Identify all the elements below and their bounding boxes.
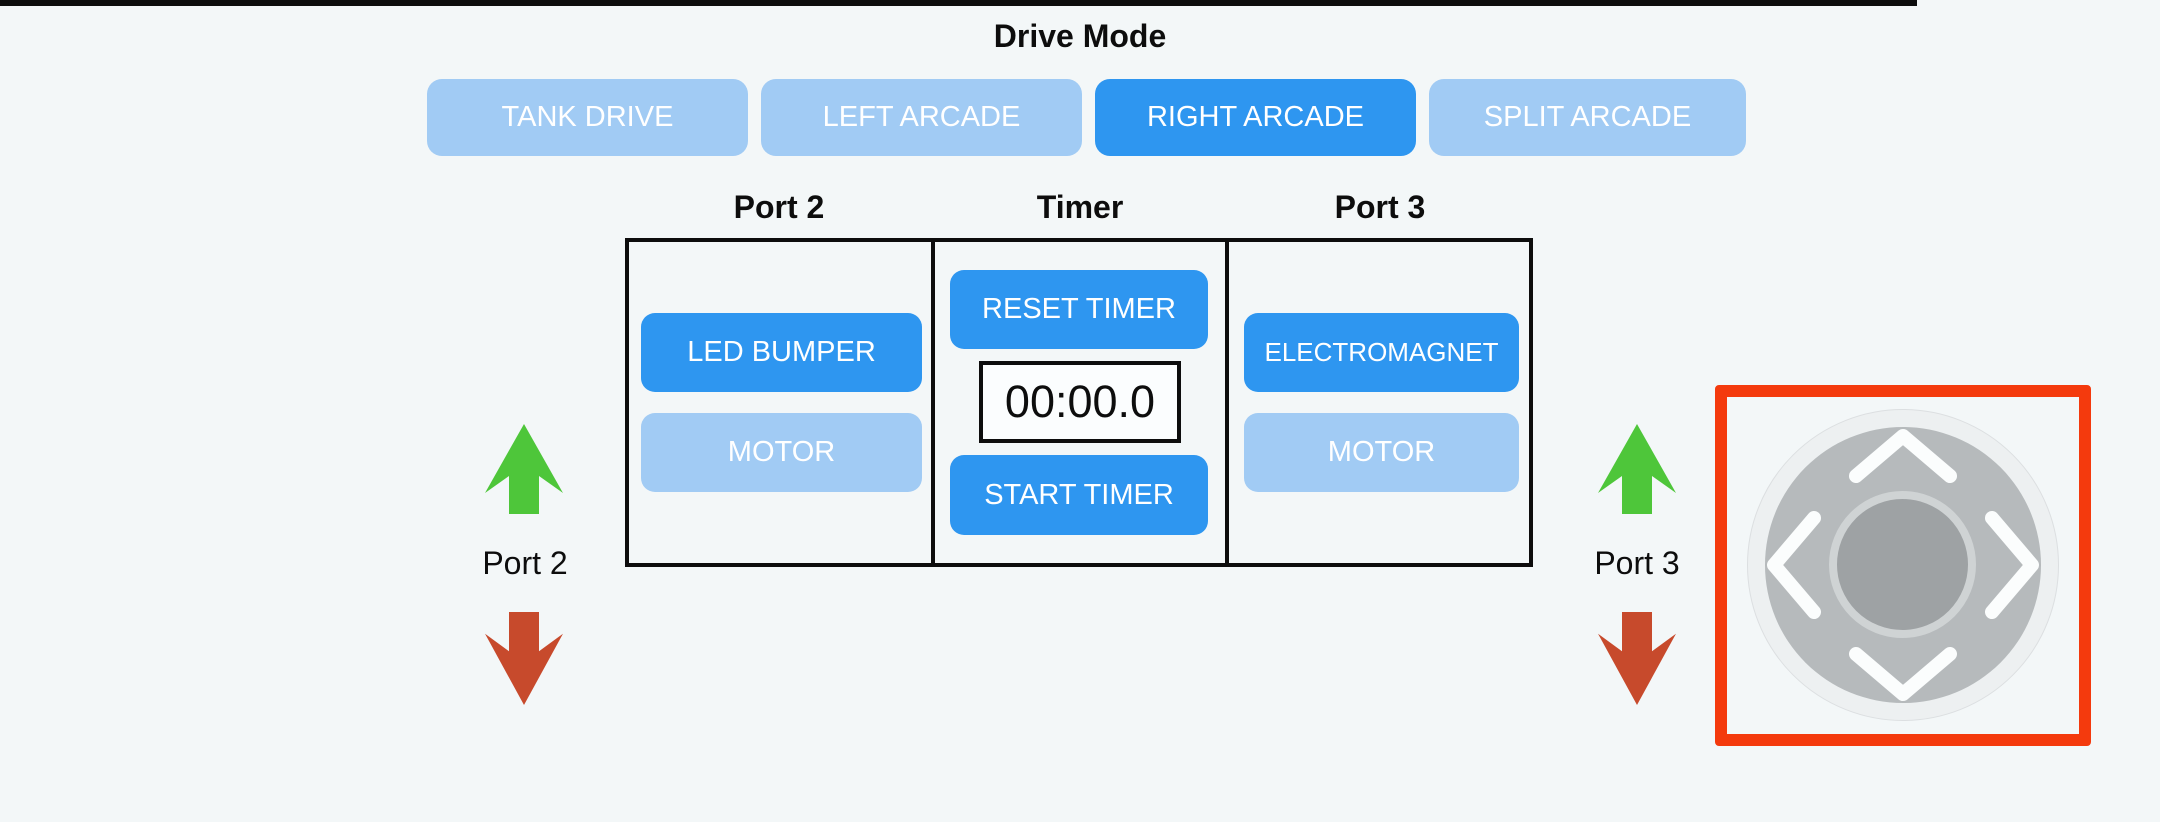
port3-up-button[interactable] <box>1598 424 1676 514</box>
mode-button-split-arcade[interactable]: SPLIT ARCADE <box>1429 79 1746 156</box>
port2-down-button[interactable] <box>485 612 563 705</box>
timer-display: 00:00.0 <box>979 361 1181 443</box>
panel-divider-2 <box>1225 238 1229 567</box>
port2-label: Port 2 <box>482 545 568 581</box>
motor-button-port3[interactable]: MOTOR <box>1244 413 1519 492</box>
port2-up-button[interactable] <box>485 424 563 514</box>
port3-down-button[interactable] <box>1598 612 1676 705</box>
chevron-down-icon <box>1849 647 1957 701</box>
control-panel-frame <box>625 238 1533 567</box>
chevron-right-icon <box>1985 511 2039 619</box>
port3-label: Port 3 <box>1594 545 1680 581</box>
chevron-left-icon <box>1767 511 1821 619</box>
mode-button-tank-drive[interactable]: TANK DRIVE <box>427 79 748 156</box>
red-down-arrow-icon <box>1598 612 1676 705</box>
chevron-up-icon <box>1849 429 1957 483</box>
column-header-port3: Port 3 <box>1334 189 1426 225</box>
panel-divider-1 <box>931 238 935 567</box>
column-header-port2: Port 2 <box>733 189 825 225</box>
column-header-timer: Timer <box>1036 189 1124 225</box>
green-up-arrow-icon <box>1598 424 1676 514</box>
mode-button-left-arcade[interactable]: LEFT ARCADE <box>761 79 1082 156</box>
joystick-touch-area[interactable] <box>1715 385 2091 746</box>
joystick-knob[interactable] <box>1829 491 1976 638</box>
red-down-arrow-icon <box>485 612 563 705</box>
reset-timer-button[interactable]: RESET TIMER <box>950 270 1208 349</box>
top-divider <box>0 0 1917 6</box>
electromagnet-button[interactable]: ELECTROMAGNET <box>1244 313 1519 392</box>
led-bumper-button[interactable]: LED BUMPER <box>641 313 922 392</box>
green-up-arrow-icon <box>485 424 563 514</box>
start-timer-button[interactable]: START TIMER <box>950 455 1208 535</box>
page-title: Drive Mode <box>993 18 1167 54</box>
motor-button-port2[interactable]: MOTOR <box>641 413 922 492</box>
joystick-chevrons <box>1767 429 2039 701</box>
mode-button-right-arcade[interactable]: RIGHT ARCADE <box>1095 79 1416 156</box>
